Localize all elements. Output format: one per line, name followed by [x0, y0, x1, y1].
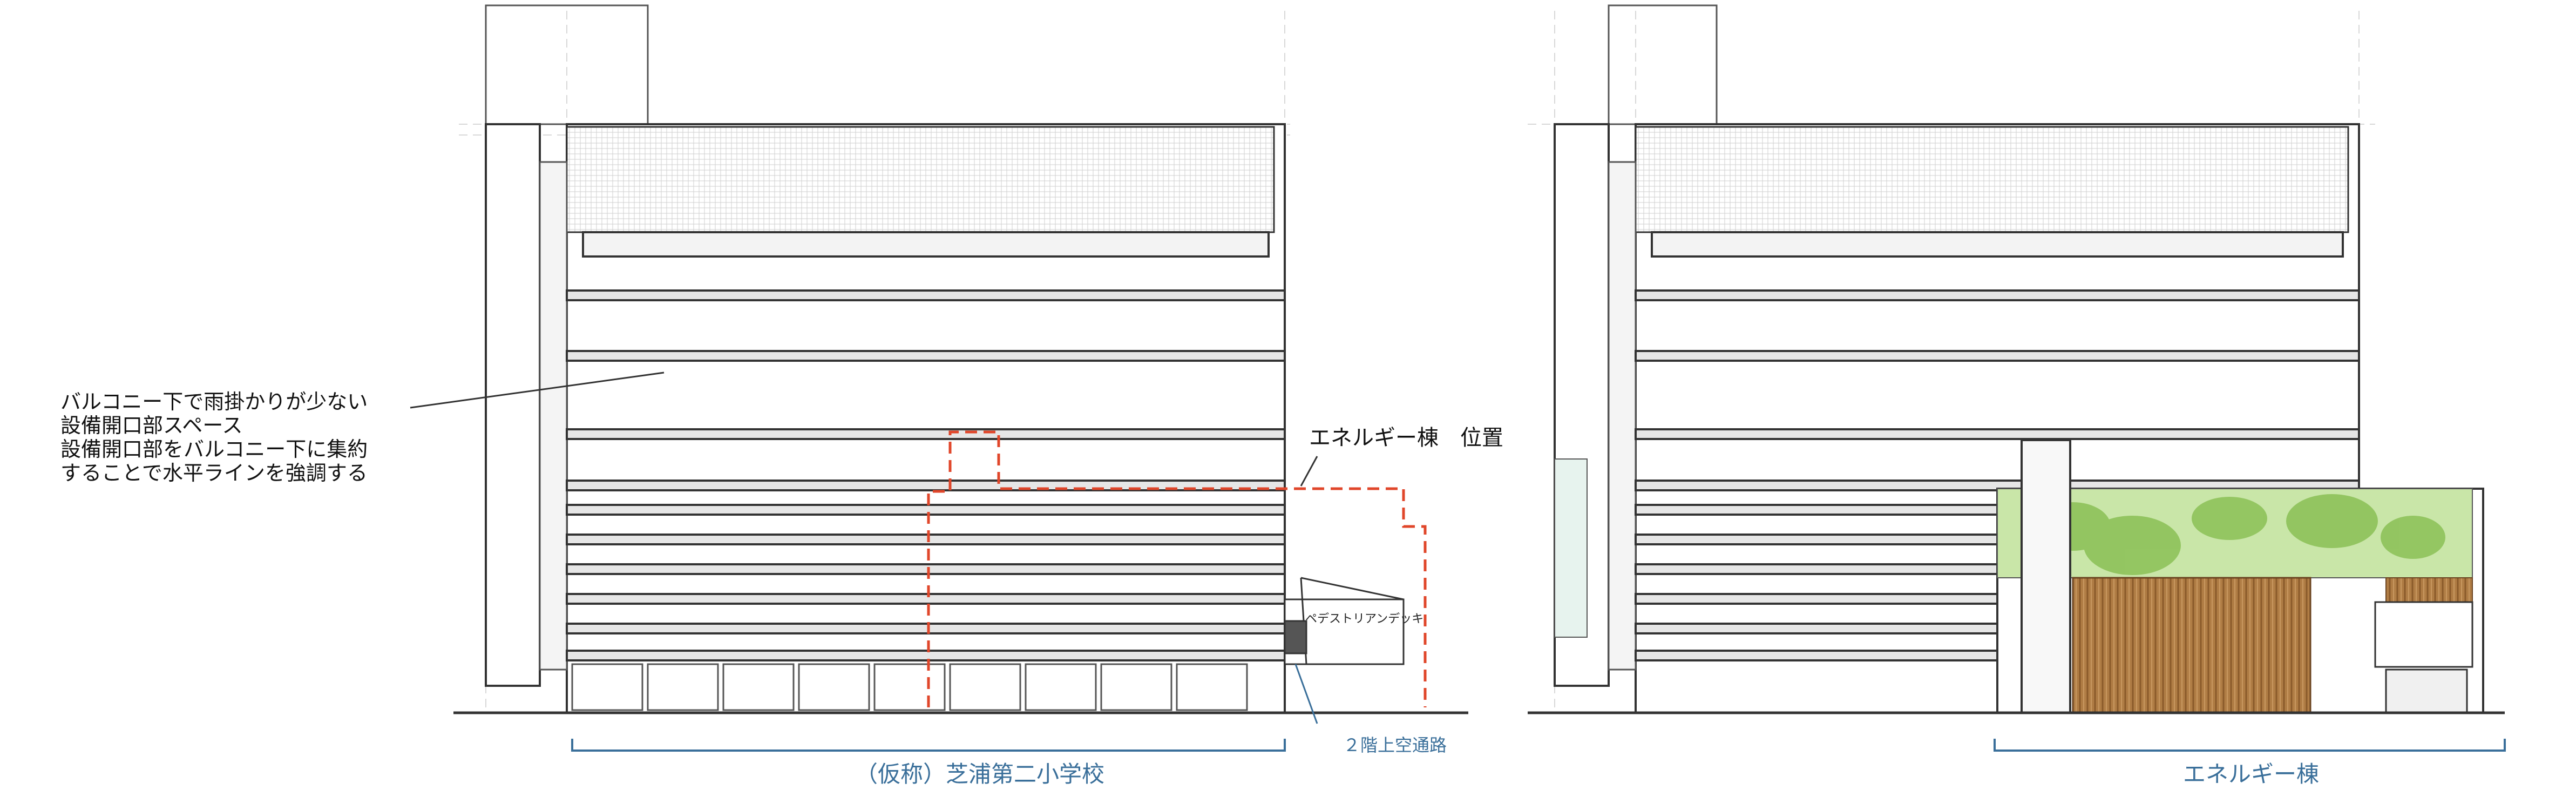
balcony-opening-note: バルコニー下で雨掛かりが少ない 設備開口部スペース 設備開口部をバルコニー下に集… — [60, 390, 438, 485]
energy-building-position-label: エネルギー棟 位置 — [1309, 426, 1503, 450]
school-caption: （仮称）芝浦第二小学校 — [855, 761, 1104, 787]
second-floor-bridge-label: ２階上空通路 — [1343, 735, 1447, 755]
note-line-4: することで水平ラインを強調する — [60, 461, 368, 485]
note-line-2: 設備開口部スペース — [60, 414, 243, 437]
note-line-1: バルコニー下で雨掛かりが少ない — [60, 390, 368, 414]
note-line-3: 設備開口部をバルコニー下に集約 — [60, 437, 368, 461]
energy-building-position-outline — [927, 430, 1427, 707]
pedestrian-deck-label: ペデストリアンデッキ — [1305, 612, 1424, 626]
energy-building-elevation — [1528, 4, 2506, 752]
school-elevation — [410, 4, 1468, 752]
energy-building-caption: エネルギー棟 — [2182, 761, 2319, 787]
